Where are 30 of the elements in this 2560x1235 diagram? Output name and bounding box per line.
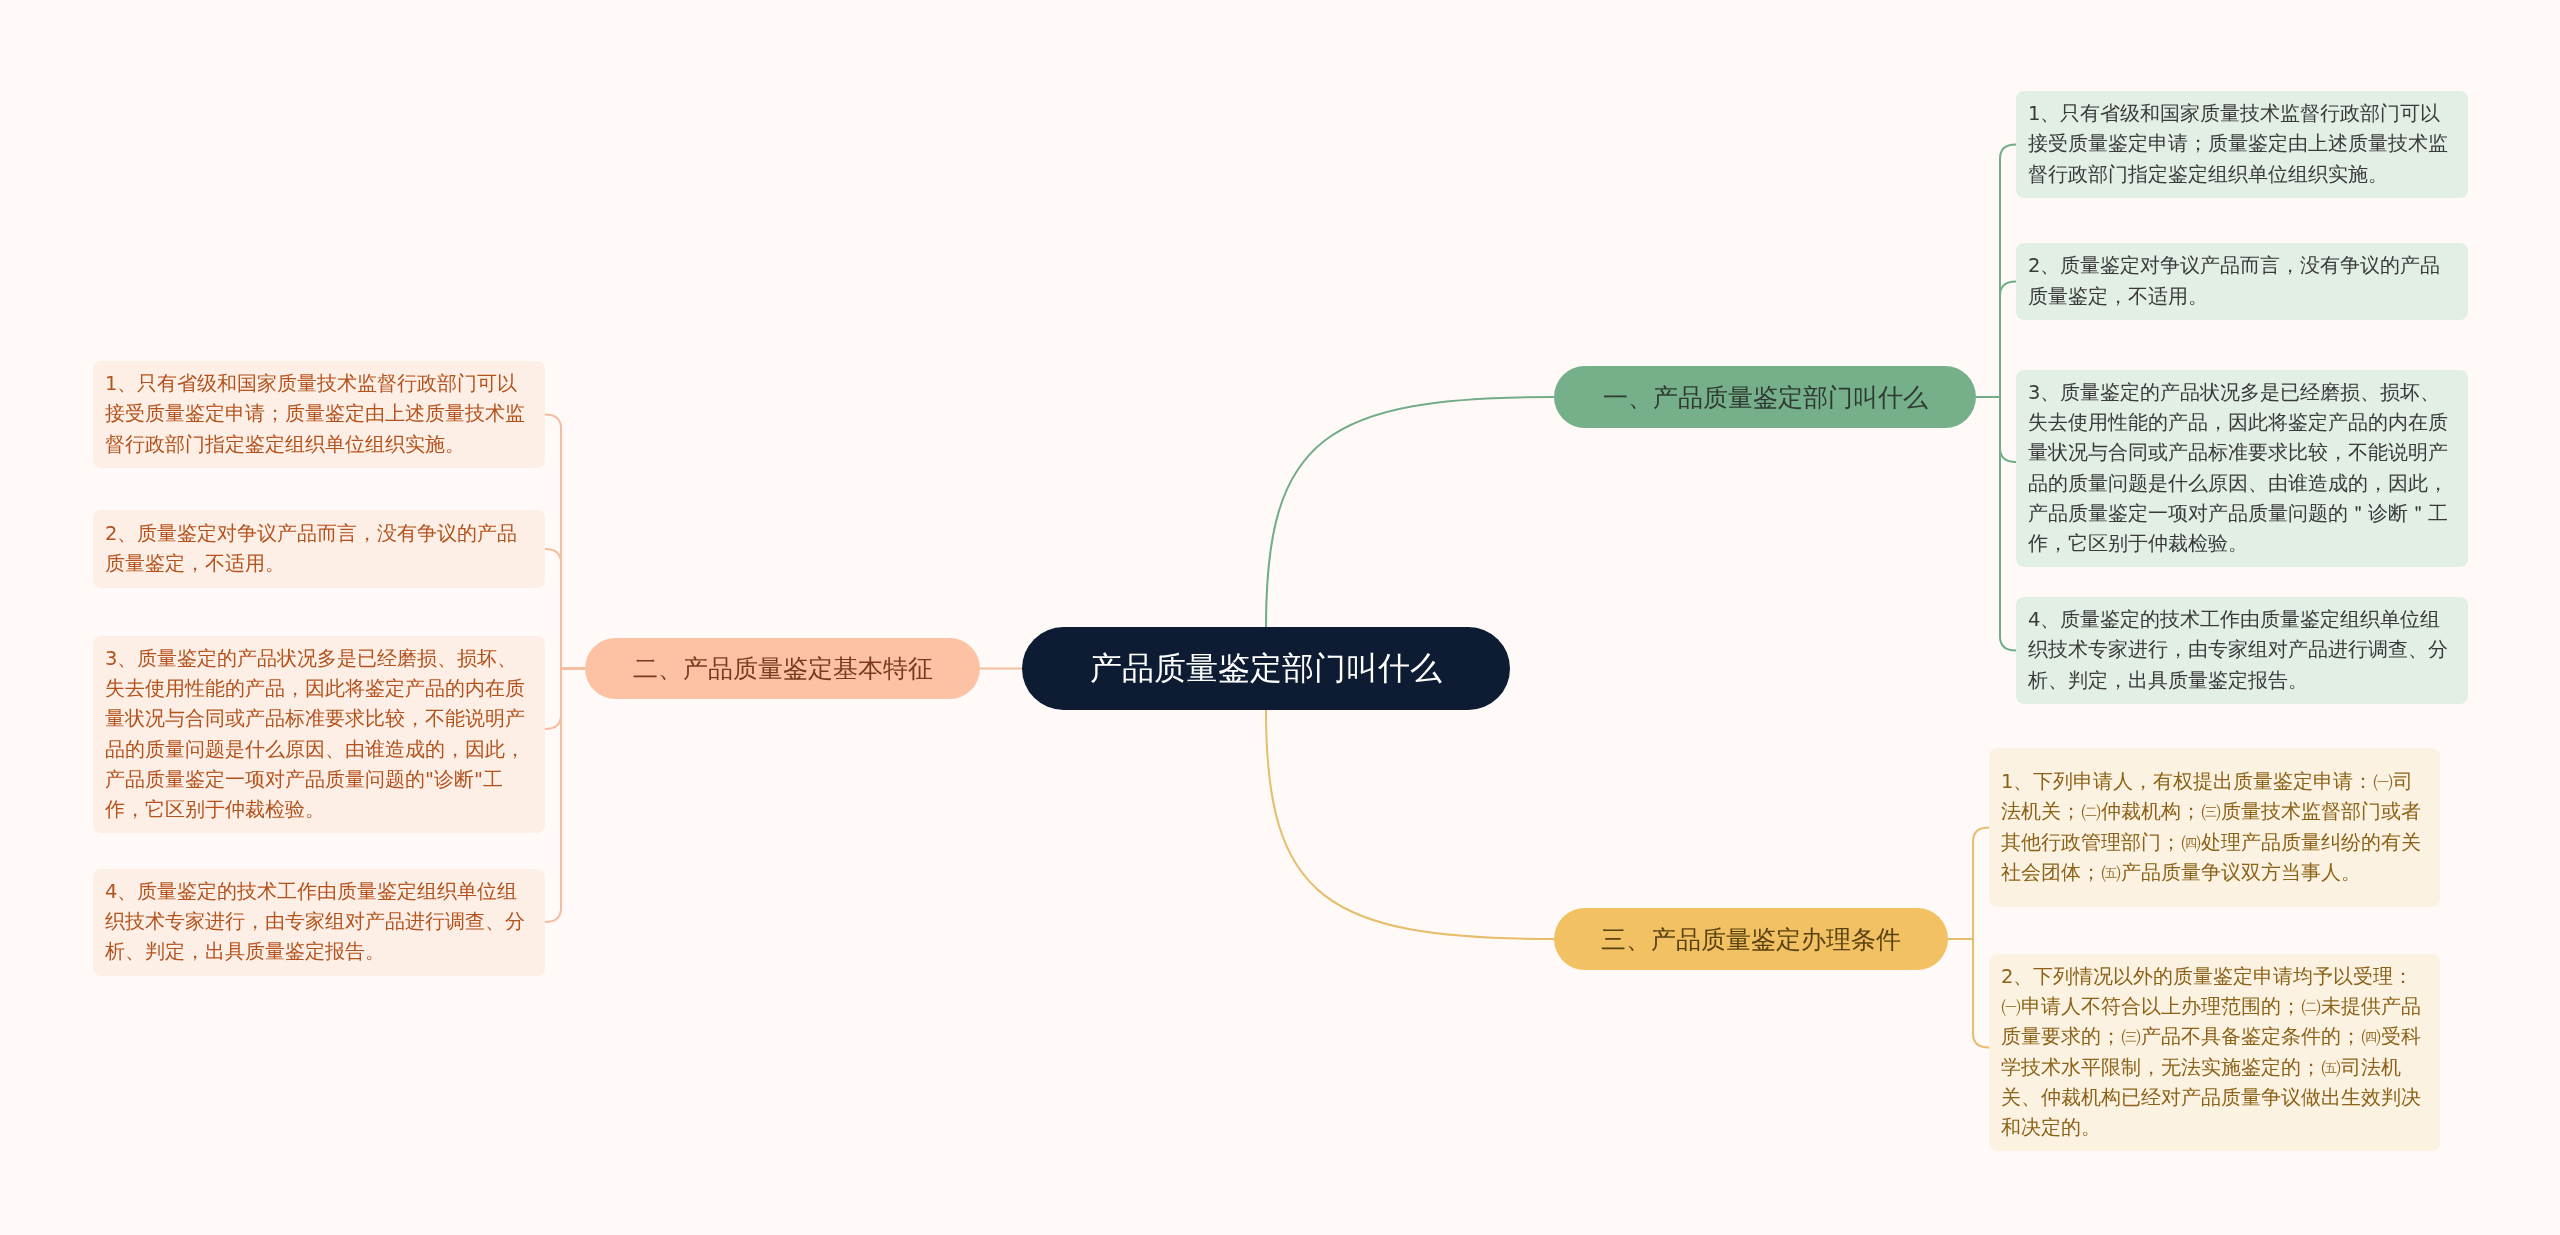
- detail-card: [1989, 748, 2440, 907]
- topic-text: 二、产品质量鉴定基本特征: [632, 653, 933, 685]
- detail-card: [2016, 243, 2468, 320]
- connector-line: [1975, 396, 2017, 652]
- detail-card: [2016, 91, 2468, 198]
- connector-line: [1265, 396, 1555, 628]
- detail-text: 3、质量鉴定的产品状况多是已经磨损、损坏、失去使用性能的产品，因此将鉴定产品的内在质量状况与合同或产品标准要求比较，不能说明产品的质量问题是什么原因、由谁造成的，因此，产品质量鉴定一项对产品质量问题的＂诊断＂工作，它区别于仲裁检验。: [2028, 380, 2449, 558]
- detail-card: [2016, 370, 2468, 568]
- detail-card: [2016, 597, 2468, 704]
- detail-text: 1、只有省级和国家质量技术监督行政部门可以接受质量鉴定申请；质量鉴定由上述质量技术监督行政部门指定鉴定组织单位组织实施。: [105, 371, 526, 458]
- detail-text: 4、质量鉴定的技术工作由质量鉴定组织单位组织技术专家进行，由专家组对产品进行调查、分析、判定，出具质量鉴定报告。: [2028, 607, 2449, 694]
- detail-card: [1989, 954, 2440, 1152]
- topic-text: 一、产品质量鉴定部门叫什么: [1602, 381, 1928, 414]
- connector-line: [544, 667, 586, 923]
- detail-text: 4、质量鉴定的技术工作由质量鉴定组织单位组织技术专家进行，由专家组对产品进行调查、分析、判定，出具质量鉴定报告。: [105, 879, 526, 966]
- connector-line: [979, 667, 1023, 670]
- detail-text: 2、质量鉴定对争议产品而言，没有争议的产品质量鉴定，不适用。: [105, 520, 519, 577]
- detail-card: [93, 361, 545, 468]
- detail-text: 1、下列申请人，有权提出质量鉴定申请：㈠司法机关；㈡仲裁机构；㈢质量技术监督部门或者其他行政管理部门；㈣处理产品质量纠纷的有关社会团体；㈤产品质量争议双方当事人。: [2001, 769, 2422, 886]
- detail-text: 2、下列情况以外的质量鉴定申请均予以受理：㈠申请人不符合以上办理范围的；㈡未提供产品质量要求的；㈢产品不具备鉴定条件的；㈣受科学技术水平限制，无法实施鉴定的；㈤司法机关、仲裁机构已经对产品质量争议做出生效判决和决定的。: [2001, 964, 2422, 1142]
- connector-line: [1947, 938, 1990, 1049]
- detail-text: 3、质量鉴定的产品状况多是已经磨损、损坏、失去使用性能的产品，因此将鉴定产品的内在质量状况与合同或产品标准要求比较，不能说明产品的质量问题是什么原因、由谁造成的，因此，产品质量鉴定一项对产品质量问题的"诊断"工作，它区别于仲裁检验。: [105, 646, 526, 824]
- detail-card: [93, 869, 545, 976]
- topic-text: 产品质量鉴定部门叫什么: [1090, 647, 1442, 689]
- detail-card: [93, 510, 545, 588]
- topic-text: 三、产品质量鉴定办理条件: [1601, 923, 1901, 956]
- detail-card: [93, 636, 545, 834]
- detail-text: 1、只有省级和国家质量技术监督行政部门可以接受质量鉴定申请；质量鉴定由上述质量技术监督行政部门指定鉴定组织单位组织实施。: [2028, 101, 2449, 188]
- connector-line: [1265, 709, 1555, 940]
- detail-text: 2、质量鉴定对争议产品而言，没有争议的产品质量鉴定，不适用。: [2028, 253, 2442, 310]
